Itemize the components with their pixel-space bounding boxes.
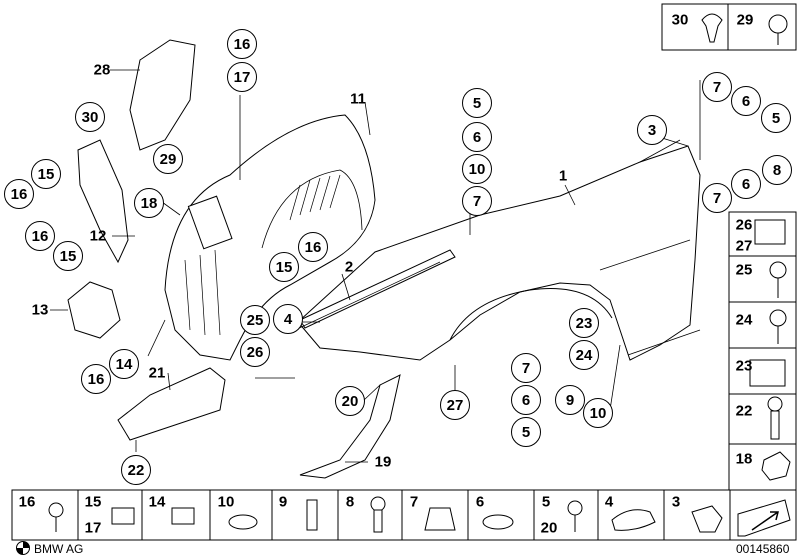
bottom-label-8: 8 [345,493,355,511]
bottom-label-17: 17 [84,519,102,537]
callout-7d: 7 [511,353,541,383]
callout-8: 8 [762,155,792,185]
callout-17: 17 [227,62,257,92]
bottom-label-14: 14 [148,493,166,511]
callout-14: 14 [109,349,139,379]
callout-21: 21 [148,364,166,382]
panel-label-24: 24 [735,311,753,329]
callout-16b: 16 [4,179,34,209]
callout-27: 27 [440,390,470,420]
sill-strip-part [294,249,456,331]
callout-6c: 6 [731,169,761,199]
callout-15a: 15 [31,159,61,189]
bottom-label-20: 20 [540,519,558,537]
callout-7c: 7 [702,183,732,213]
panel-label-26: 26 [735,216,753,234]
callout-3: 3 [637,115,667,145]
callout-11: 11 [350,90,366,108]
footer-brand: BMW AG [34,542,84,556]
right-parts-panel [661,3,797,491]
callout-9: 9 [555,385,585,415]
panel-label-23: 23 [735,357,753,375]
wheel-arch-liner-part [164,114,376,361]
callout-2: 2 [344,258,354,276]
front-fender-part [297,139,701,361]
callout-16d: 16 [298,232,328,262]
callout-15c: 15 [269,252,299,282]
panel-label-22: 22 [735,402,753,420]
bottom-label-7: 7 [409,493,419,511]
callout-6a: 6 [462,122,492,152]
bottom-label-15: 15 [84,493,102,511]
callout-18: 18 [134,188,164,218]
bottom-label-16: 16 [18,493,36,511]
fastener-icons-right [701,13,791,481]
bottom-label-9: 9 [278,493,288,511]
callout-7a: 7 [702,72,732,102]
callout-28: 28 [93,61,111,79]
callout-5b: 5 [761,103,791,133]
callout-22: 22 [121,455,151,485]
callout-6d: 6 [511,385,541,415]
panel-label-27: 27 [735,237,753,255]
callout-5a: 5 [462,88,492,118]
callout-16c: 16 [25,221,55,251]
callout-6b: 6 [731,86,761,116]
front-bracket-part [67,39,196,339]
panel-label-30: 30 [671,11,689,29]
callout-4: 4 [273,304,303,334]
bmw-logo-icon [16,541,30,555]
callout-10a: 10 [462,154,492,184]
callout-24: 24 [569,340,599,370]
callout-23: 23 [569,308,599,338]
panel-label-25: 25 [735,261,753,279]
callout-10b: 10 [583,398,613,428]
panel-label-18: 18 [735,450,753,468]
callout-15b: 15 [53,241,83,271]
bottom-parts-panel [11,489,797,541]
bottom-label-3: 3 [671,493,681,511]
bottom-label-10: 10 [217,493,235,511]
footer-diagram-id: 00145860 [736,542,790,556]
callout-16e: 16 [81,364,111,394]
callout-7b: 7 [462,186,492,216]
lower-bracket-part [117,367,401,479]
callout-13: 13 [31,301,49,319]
callout-25: 25 [240,305,270,335]
callout-29: 29 [153,144,183,174]
callout-26: 26 [240,337,270,367]
callout-1: 1 [558,167,568,185]
fastener-icons-bottom [48,496,791,537]
callout-20: 20 [335,386,365,416]
callout-12: 12 [89,227,107,245]
callout-16a: 16 [227,29,257,59]
callout-19: 19 [374,453,392,471]
leader-lines [50,69,701,463]
bottom-label-5: 5 [541,493,551,511]
bottom-label-6: 6 [475,493,485,511]
callout-5c: 5 [511,417,541,447]
panel-label-29: 29 [736,11,754,29]
bottom-label-4: 4 [604,493,614,511]
callout-30: 30 [75,102,105,132]
